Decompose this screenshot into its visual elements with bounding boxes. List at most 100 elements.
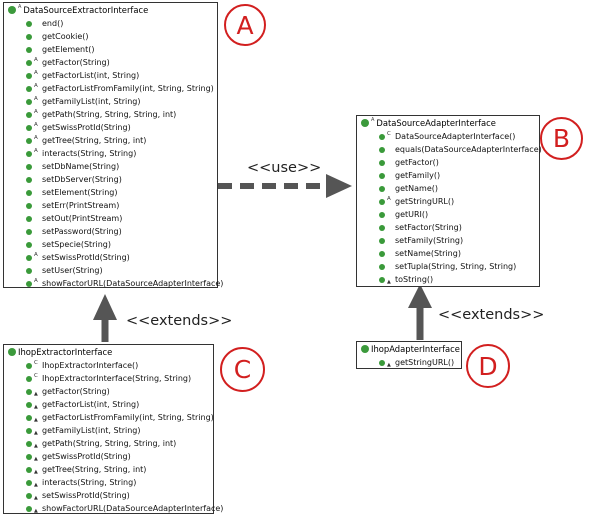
method-item[interactable]: ▲getFamilyList(int, String) xyxy=(4,424,213,437)
method-signature: setSpecie(String) xyxy=(42,240,111,249)
method-item[interactable]: ▲getFactorListFromFamily(int, String, St… xyxy=(4,411,214,424)
public-method-icon xyxy=(26,414,32,421)
method-item[interactable]: end() xyxy=(4,17,217,30)
method-item[interactable]: setSpecie(String) xyxy=(4,238,217,251)
method-item[interactable]: setFamily(String) xyxy=(357,234,539,247)
method-signature: getFactorList(int, String) xyxy=(42,400,140,409)
method-item[interactable]: setElement(String) xyxy=(4,186,217,199)
method-item[interactable]: setFactor(String) xyxy=(357,221,539,234)
public-method-icon xyxy=(26,440,32,447)
callout-c: C xyxy=(220,347,265,392)
method-signature: getTree(String, String, int) xyxy=(42,465,147,474)
method-item[interactable]: setPassword(String) xyxy=(4,225,217,238)
method-signature: setUser(String) xyxy=(42,266,103,275)
method-item[interactable]: ▲ getPath(String, String, String, int) xyxy=(4,437,213,450)
public-method-icon xyxy=(379,185,385,192)
method-item[interactable]: ▲showFactorURL(DataSourceAdapterInterfac… xyxy=(4,502,223,515)
public-method-icon xyxy=(26,375,32,382)
method-signature: getSwissProtId(String) xyxy=(42,123,131,132)
method-signature: setElement(String) xyxy=(42,188,118,197)
method-item[interactable]: ▲getFactor(String) xyxy=(4,385,213,398)
method-item[interactable]: setDbName(String) xyxy=(4,160,217,173)
method-item[interactable]: setOut(PrintStream) xyxy=(4,212,217,225)
method-item[interactable]: setErr(PrintStream) xyxy=(4,199,217,212)
method-item[interactable]: getElement() xyxy=(4,43,217,56)
method-item[interactable]: ▲interacts(String, String) xyxy=(4,476,213,489)
method-item[interactable]: setTupla(String, String, String) xyxy=(357,260,539,273)
public-method-icon xyxy=(26,124,32,131)
modifier-icon: ▲ xyxy=(34,430,38,436)
method-signature: getFactor() xyxy=(395,158,439,167)
public-method-icon xyxy=(26,111,32,118)
method-signature: setName(String) xyxy=(395,249,461,258)
use-label: <<use>> xyxy=(247,160,322,176)
method-item[interactable]: ▲getTree(String, String, int) xyxy=(4,463,213,476)
public-method-icon xyxy=(379,146,385,153)
public-method-icon xyxy=(379,133,385,140)
method-item[interactable]: getURI() xyxy=(357,208,539,221)
class-name: DataSourceExtractorInterface xyxy=(23,5,149,15)
method-item[interactable]: ▲getSwissProtId(String) xyxy=(4,450,213,463)
modifier-icon: ▲ xyxy=(34,443,38,449)
modifier-icon: ▲ xyxy=(34,404,38,410)
callout-d: D xyxy=(466,344,510,388)
method-item[interactable]: equals(DataSourceAdapterInterface) xyxy=(357,143,542,156)
modifier-icon: ▲ xyxy=(34,495,38,501)
modifier-icon: ▲ xyxy=(34,391,38,397)
extends-arrow-d xyxy=(408,284,432,340)
public-method-icon xyxy=(26,241,32,248)
method-item[interactable]: getName() xyxy=(357,182,539,195)
class-icon xyxy=(8,348,16,356)
class-name: IhopExtractorInterface xyxy=(18,347,113,357)
abstract-modifier-icon: A xyxy=(371,117,375,123)
method-item[interactable]: ▲setSwissProtId(String) xyxy=(4,489,213,502)
method-item[interactable]: ▲getStringURL() xyxy=(357,356,461,369)
method-item[interactable]: setUser(String) xyxy=(4,264,217,277)
method-signature: setDbName(String) xyxy=(42,162,120,171)
method-item[interactable]: ▲ getFactorList(int, String) xyxy=(4,398,213,411)
public-method-icon xyxy=(379,276,385,283)
public-method-icon xyxy=(26,46,32,53)
method-signature: getPath(String, String, String, int) xyxy=(42,439,177,448)
public-method-icon xyxy=(26,189,32,196)
class-box-datasourceextractorinterface[interactable]: A DataSourceExtractorInterface end()getC… xyxy=(3,2,223,290)
public-method-icon xyxy=(26,427,32,434)
method-signature: getElement() xyxy=(42,45,95,54)
method-item[interactable]: getFactor() xyxy=(357,156,539,169)
method-item[interactable]: ▲toString() xyxy=(357,273,539,286)
method-signature: setOut(PrintStream) xyxy=(42,214,123,223)
method-signature: setDbServer(String) xyxy=(42,175,122,184)
public-method-icon xyxy=(26,85,32,92)
method-item[interactable]: getCookie() xyxy=(4,30,217,43)
public-method-icon xyxy=(26,505,32,512)
method-item[interactable]: getFamily() xyxy=(357,169,539,182)
public-method-icon xyxy=(26,137,32,144)
method-signature: getTree(String, String, int) xyxy=(42,136,147,145)
modifier-icon: C xyxy=(387,131,391,137)
method-item[interactable]: setName(String) xyxy=(357,247,539,260)
class-box-ihopadapterinterface[interactable]: IhopAdapterInterface ▲getStringURL() xyxy=(356,341,462,369)
method-signature: setErr(PrintStream) xyxy=(42,201,120,210)
modifier-icon: ▲ xyxy=(387,279,391,285)
public-method-icon xyxy=(26,59,32,66)
method-signature: getCookie() xyxy=(42,32,89,41)
method-item[interactable]: setDbServer(String) xyxy=(4,173,217,186)
method-signature: setFactor(String) xyxy=(395,223,462,232)
